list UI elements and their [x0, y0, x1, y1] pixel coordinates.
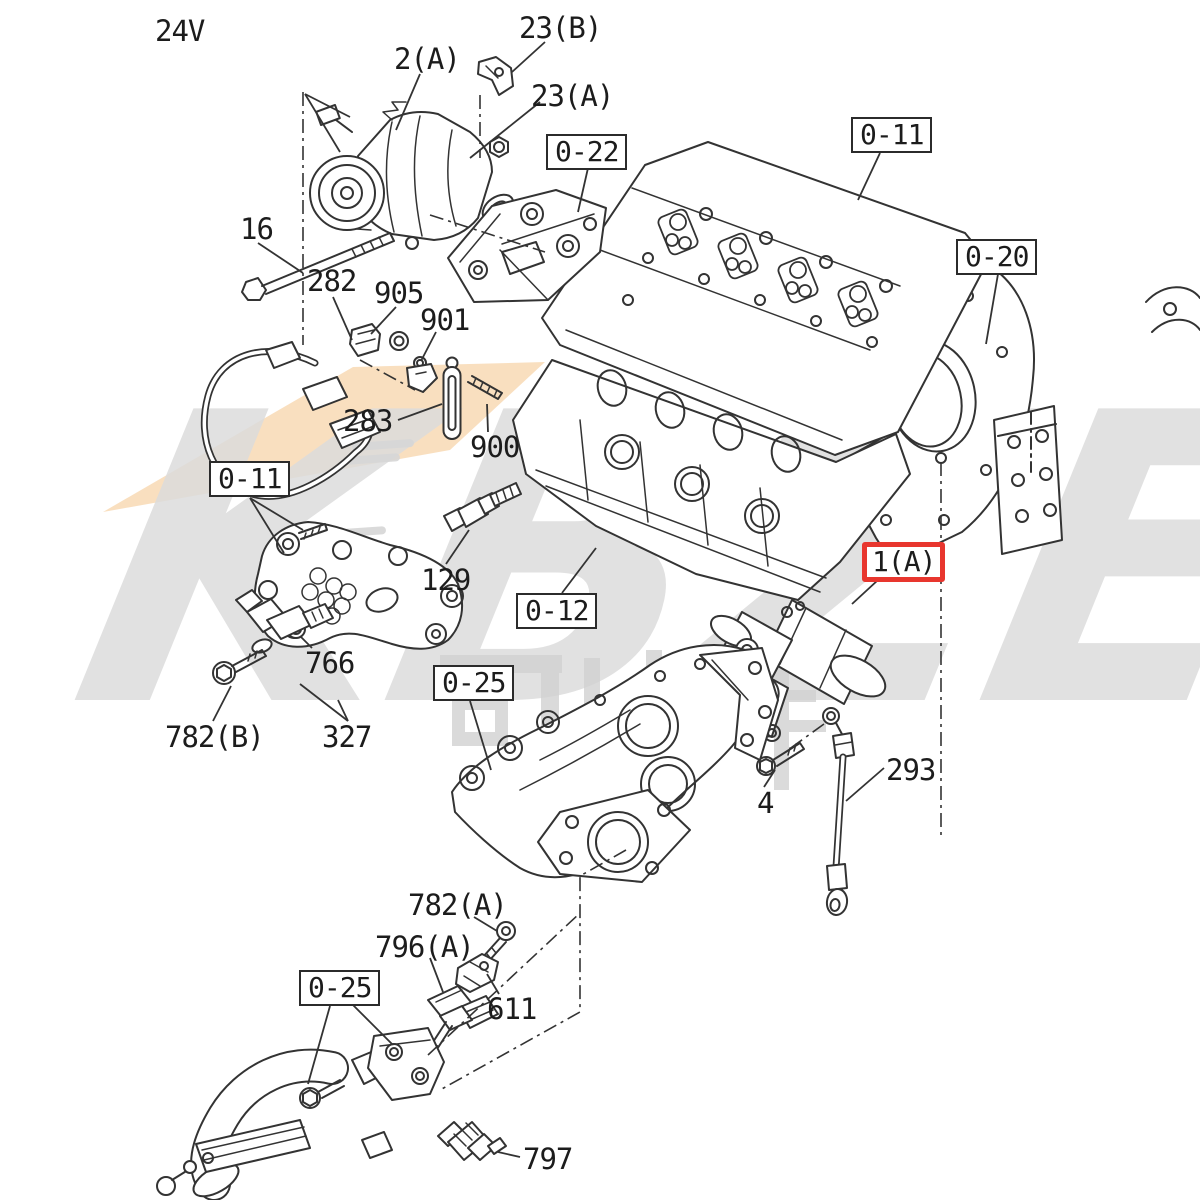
part-label-23b[interactable]: 23(B) [519, 11, 602, 45]
part-label-1a[interactable]: 1(A) [862, 542, 946, 583]
part-label-905[interactable]: 905 [374, 276, 424, 310]
intake-manifold-drawing [451, 644, 779, 883]
bolt-782b-drawing [212, 649, 267, 685]
part-label-782a[interactable]: 782(A) [408, 888, 508, 922]
nut-901-drawing [389, 331, 438, 393]
part-label-2a[interactable]: 2(A) [394, 42, 461, 76]
part-label-796a[interactable]: 796(A) [375, 930, 475, 964]
sensor-797-drawing [437, 1121, 507, 1161]
part-label-129[interactable]: 129 [421, 563, 471, 597]
bolt-4-drawing [756, 742, 805, 776]
part-label-0-22[interactable]: 0-22 [546, 134, 628, 171]
part-label-282[interactable]: 282 [307, 264, 357, 298]
part-label-766[interactable]: 766 [305, 646, 355, 680]
part-label-4[interactable]: 4 [757, 786, 774, 820]
part-label-611[interactable]: 611 [487, 992, 537, 1026]
part-label-0-11-left[interactable]: 0-11 [209, 461, 291, 498]
part-label-900[interactable]: 900 [470, 430, 520, 464]
sensor-129-drawing [443, 482, 522, 532]
part-label-voltage-note: 24V [155, 14, 205, 48]
alternator-drawing [309, 101, 515, 250]
part-label-0-20[interactable]: 0-20 [956, 239, 1038, 276]
cable-293-drawing [822, 707, 855, 916]
part-label-797[interactable]: 797 [523, 1142, 573, 1176]
strap-283-drawing [442, 356, 462, 440]
part-label-16[interactable]: 16 [240, 212, 274, 246]
bracket-611-drawing [455, 953, 499, 993]
clip-23b-drawing [477, 56, 514, 96]
part-label-293[interactable]: 293 [886, 753, 936, 787]
part-label-901[interactable]: 901 [420, 303, 470, 337]
stud-900-drawing [467, 375, 503, 400]
part-label-782b[interactable]: 782(B) [165, 720, 265, 754]
part-label-0-25-mid[interactable]: 0-25 [433, 665, 515, 702]
part-label-0-12[interactable]: 0-12 [516, 593, 598, 630]
part-label-283[interactable]: 283 [343, 404, 393, 438]
engine-block-drawing [512, 359, 911, 601]
sensor-327-drawing [235, 589, 334, 654]
leader-lines [212, 41, 999, 1158]
part-label-0-25-bottom[interactable]: 0-25 [299, 970, 381, 1007]
part-label-327[interactable]: 327 [322, 720, 372, 754]
bolt-16-drawing [241, 232, 395, 301]
construction-lines [302, 92, 942, 1091]
part-label-23a[interactable]: 23(A) [531, 79, 614, 113]
part-label-0-11-top[interactable]: 0-11 [851, 117, 933, 154]
exhaust-elbow-drawing [156, 1027, 445, 1200]
cylinder-head-drawing [541, 141, 989, 473]
